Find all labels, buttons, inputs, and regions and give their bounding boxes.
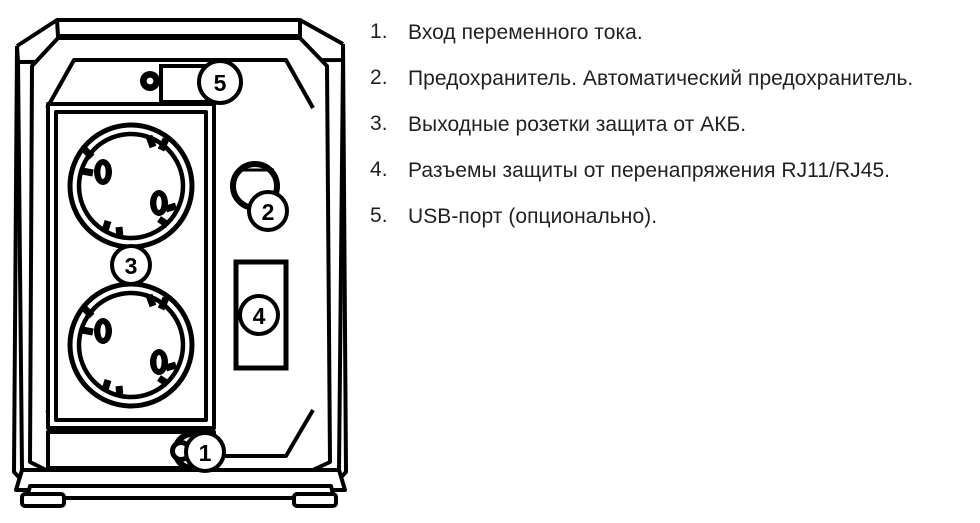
socket-top-notch-b	[157, 137, 170, 152]
legend-item-4-text: Разъемы защиты от перенапряжения RJ11/RJ…	[408, 159, 891, 182]
socket-bottom-pin-slot-right	[156, 355, 162, 369]
socket-top-notch-g	[101, 219, 112, 233]
callout-2-label: 2	[262, 199, 275, 225]
legend-item-1-number: 1.	[370, 20, 388, 43]
chassis-top-deck-back-edge	[15, 18, 344, 48]
callout-legend-list: 1. Вход переменного тока. 2. Предохранит…	[370, 18, 976, 248]
schuko-socket-top	[67, 122, 195, 250]
chassis-outer-shell	[12, 18, 348, 490]
base-lip	[25, 484, 336, 500]
socket-top-pin-slot-right	[156, 196, 162, 210]
socket-top-notch-h	[115, 226, 124, 239]
socket-bottom-notch-h	[115, 385, 124, 398]
callout-2[interactable]: 2	[247, 190, 289, 232]
legend-item-4-number: 4.	[370, 158, 388, 181]
socket-bottom-notch-c	[81, 305, 95, 319]
chassis-left-inner-edge	[16, 61, 24, 471]
chassis-foot-left	[20, 492, 66, 508]
diagram-canvas: 1 2 3 4 5	[12, 18, 348, 508]
callout-1-circle	[184, 431, 226, 473]
chassis-top-deck-inner-edge	[55, 19, 302, 38]
callout-3-circle	[110, 244, 152, 286]
socket-top-pin-slot-left	[100, 165, 106, 179]
socket-bottom-notch-g	[101, 378, 112, 392]
callout-1[interactable]: 1	[184, 431, 226, 473]
legend-item-1: 1. Вход переменного тока.	[370, 18, 976, 47]
callout-2-circle	[247, 190, 289, 232]
ups-rear-panel-diagram: 1 2 3 4 5	[0, 0, 360, 523]
callout-3[interactable]: 3	[110, 244, 152, 286]
callout-5-label: 5	[214, 70, 227, 96]
callout-4-label: 4	[253, 303, 266, 329]
socket-top-notch-a	[145, 134, 157, 149]
legend-item-3-number: 3.	[370, 112, 388, 135]
callout-5-circle	[197, 59, 243, 105]
chassis-right-inner-edge	[337, 59, 345, 471]
legend-item-3-text: Выходные розетки защита от АКБ.	[408, 113, 747, 136]
schuko-socket-bottom	[67, 281, 195, 409]
legend-item-3: 3. Выходные розетки защита от АКБ.	[370, 110, 976, 139]
socket-top-notches	[81, 134, 178, 239]
callout-4[interactable]: 4	[238, 294, 280, 336]
socket-bottom-notch-a	[145, 293, 157, 308]
callout-5[interactable]: 5	[197, 59, 243, 105]
socket-bottom-notch-d	[81, 326, 94, 336]
callout-4-circle	[238, 294, 280, 336]
chassis-base	[14, 468, 347, 508]
legend-item-5-number: 5.	[370, 204, 388, 227]
screw-slot	[146, 77, 154, 85]
socket-bottom-notch-b	[157, 296, 170, 311]
socket-bottom-notch-e	[164, 361, 178, 372]
legend-item-2: 2. Предохранитель. Автоматический предох…	[370, 64, 976, 93]
legend-item-5: 5. USB-порт (опционально).	[370, 202, 976, 231]
socket-top-notch-f	[157, 216, 170, 228]
socket-bottom-notch-f	[157, 375, 170, 387]
legend-item-2-number: 2.	[370, 66, 388, 89]
chassis-foot-right	[292, 492, 338, 508]
legend-item-2-text: Предохранитель. Автоматический предохран…	[408, 67, 914, 90]
callout-1-label: 1	[199, 440, 212, 466]
socket-top-notch-e	[164, 202, 178, 213]
socket-top-notch-d	[81, 167, 94, 177]
socket-top-notch-c	[81, 146, 95, 160]
panel-screw	[140, 71, 160, 91]
legend-item-4: 4. Разъемы защиты от перенапряжения RJ11…	[370, 156, 976, 185]
legend-item-1-text: Вход переменного тока.	[408, 21, 643, 44]
socket-bottom-notches	[81, 293, 178, 398]
callout-3-label: 3	[125, 253, 138, 279]
front-face-top-chamfer	[45, 58, 315, 109]
socket-bottom-pin-slot-left	[100, 324, 106, 338]
legend-item-5-text: USB-порт (опционально).	[408, 205, 658, 228]
